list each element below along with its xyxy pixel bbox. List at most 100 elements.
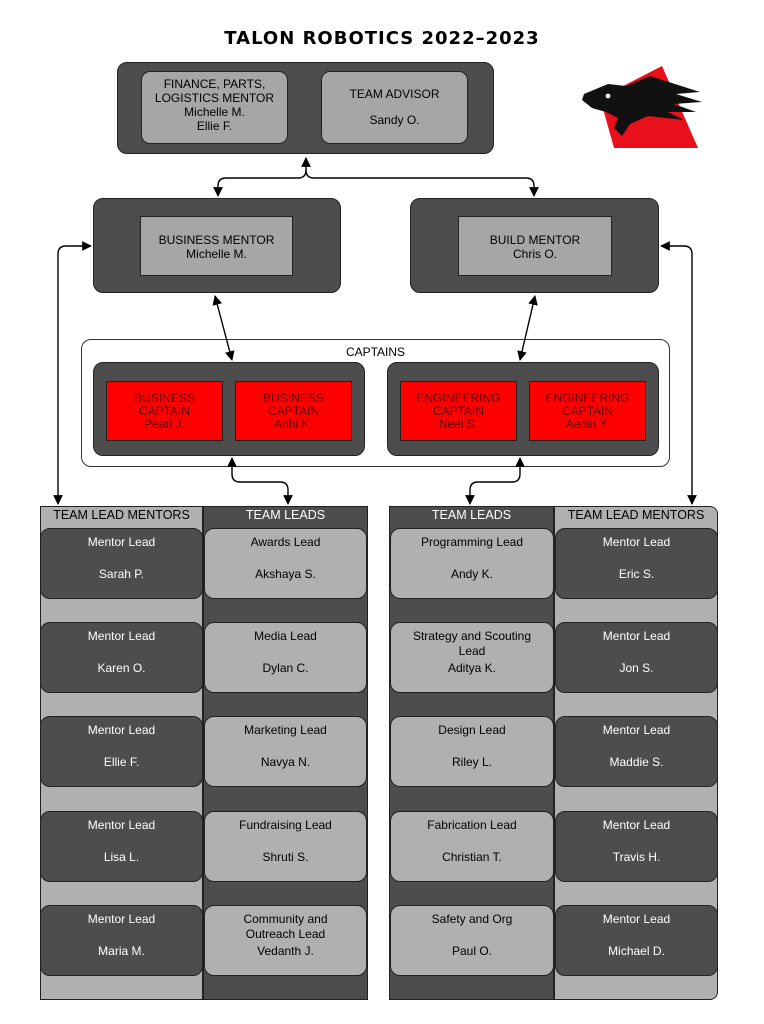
card-role: Mentor Lead <box>87 629 156 643</box>
card-role: Community and Outreach Lead <box>243 912 328 941</box>
card-role: Fabrication Lead <box>427 818 517 832</box>
column-header: TEAM LEADS <box>245 508 326 522</box>
arrow-top-to-business <box>213 157 311 197</box>
captain-line2: CAPTAIN <box>561 403 614 418</box>
card-name: Dylan C. <box>262 661 309 675</box>
business-mentor-box: BUSINESS MENTOR Michelle M. <box>140 216 293 276</box>
build-mentor-box: BUILD MENTOR Chris O. <box>458 216 612 276</box>
finance-mentor-name1: Michelle M. <box>184 105 245 119</box>
business-mentor-group: BUSINESS MENTOR Michelle M. <box>93 198 341 293</box>
card-role: Awards Lead <box>250 535 321 549</box>
build-mentor-role: BUILD MENTOR <box>489 233 581 247</box>
card-name: Karen O. <box>97 661 146 675</box>
card-role: Mentor Lead <box>87 818 156 832</box>
captain-line1: BUSINESS <box>263 390 324 405</box>
captain-name: Pearl J. <box>144 416 185 431</box>
card-name: Jon S. <box>619 661 654 675</box>
card-role: Mentor Lead <box>602 629 671 643</box>
card-name: Michael D. <box>608 944 665 958</box>
captain-box: BUSINESS CAPTAIN Adhi K. <box>235 381 352 441</box>
card-name: Sarah P. <box>98 567 145 581</box>
captain-line1: BUSINESS <box>134 390 195 405</box>
team-advisor-name: Sandy O. <box>369 113 420 127</box>
column-header: TEAM LEAD MENTORS <box>567 508 705 522</box>
card-name: Riley L. <box>451 755 492 769</box>
card-role: Safety and Org <box>431 912 513 926</box>
card-name: Ellie F. <box>103 755 140 769</box>
card-role: Mentor Lead <box>602 723 671 737</box>
card-name: Akshaya S. <box>255 567 316 581</box>
card-role: Fundraising Lead <box>239 818 332 832</box>
card-name: Travis H. <box>612 850 661 864</box>
finance-mentor-line2: LOGISTICS MENTOR <box>154 91 275 105</box>
card-role: Mentor Lead <box>87 535 156 549</box>
leadership-group: FINANCE, PARTS, LOGISTICS MENTOR Michell… <box>117 62 494 154</box>
card-role: Mentor Lead <box>602 818 671 832</box>
card-role: Mentor Lead <box>602 535 671 549</box>
card-name: Lisa L. <box>103 850 140 864</box>
captain-box: ENGINEERING CAPTAIN Neel S. <box>400 381 517 441</box>
captain-box: ENGINEERING CAPTAIN Aedin Y. <box>529 381 646 441</box>
arrow-build-to-captains <box>517 295 538 361</box>
card-name: Maria M. <box>98 944 145 958</box>
captain-line1: ENGINEERING <box>416 390 501 405</box>
column-header: TEAM LEAD MENTORS <box>53 508 190 522</box>
arrow-captains-to-business-leads <box>227 457 293 505</box>
card-role: Marketing Lead <box>244 723 327 737</box>
finance-mentor-box: FINANCE, PARTS, LOGISTICS MENTOR Michell… <box>141 71 288 144</box>
arrow-left-mentors <box>53 241 92 505</box>
captain-line2: CAPTAIN <box>138 403 191 418</box>
card-role: Programming Lead <box>420 535 524 549</box>
captain-name: Neel S. <box>438 416 479 431</box>
card-role: Media Lead <box>254 629 317 643</box>
captain-line1: ENGINEERING <box>545 390 630 405</box>
business-captains-group: BUSINESS CAPTAIN Pearl J. BUSINESS CAPTA… <box>93 362 365 456</box>
engineering-captains-group: ENGINEERING CAPTAIN Neel S. ENGINEERING … <box>387 362 659 456</box>
card-name: Shruti S. <box>262 850 309 864</box>
team-advisor-box: TEAM ADVISOR Sandy O. <box>321 71 468 144</box>
card-name: Paul O. <box>451 944 493 958</box>
captain-line2: CAPTAIN <box>432 403 485 418</box>
column-header: TEAM LEADS <box>431 508 512 522</box>
business-mentor-role: BUSINESS MENTOR <box>158 233 275 247</box>
card-name: Maddie S. <box>609 755 664 769</box>
team-advisor-role: TEAM ADVISOR <box>349 87 440 101</box>
build-mentor-group: BUILD MENTOR Chris O. <box>410 198 659 293</box>
captain-name: Aedin Y. <box>565 416 610 431</box>
card-role: Mentor Lead <box>87 912 156 926</box>
card-role: Design Lead <box>438 723 506 737</box>
card-role: Mentor Lead <box>602 912 671 926</box>
card-name: Navya N. <box>260 755 311 769</box>
business-mentor-name: Michelle M. <box>186 247 247 261</box>
finance-mentor-name2: Ellie F. <box>196 119 233 133</box>
card-role: Mentor Lead <box>87 723 156 737</box>
captain-name: Adhi K. <box>274 416 313 431</box>
captain-line2: CAPTAIN <box>267 403 320 418</box>
captains-label: CAPTAINS <box>345 345 406 359</box>
page-title: TALON ROBOTICS 2022–2023 <box>224 28 540 49</box>
card-name: Andy K. <box>450 567 494 581</box>
card-name: Christian T. <box>442 850 502 864</box>
build-mentor-name: Chris O. <box>512 247 557 261</box>
